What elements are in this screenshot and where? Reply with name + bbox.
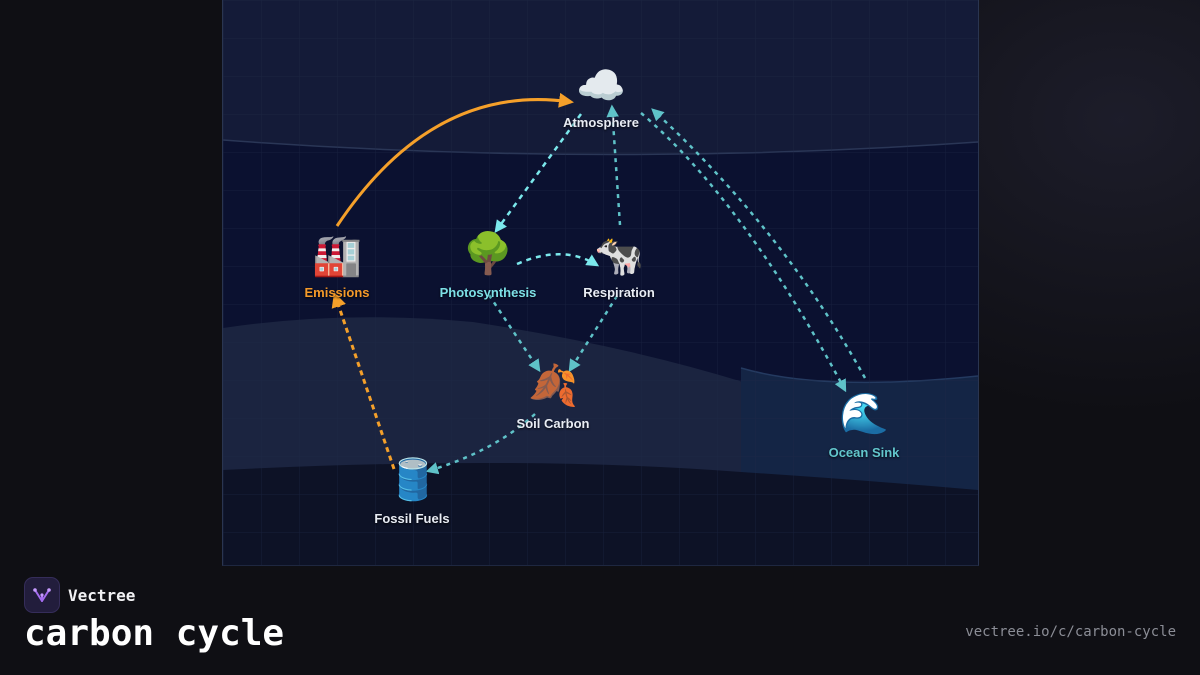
arrow-respiration-to-atmosphere: [606, 104, 622, 226]
diagram-canvas: [223, 0, 978, 565]
ocean-sink-label: Ocean Sink: [828, 445, 900, 460]
soil-carbon-label: Soil Carbon: [516, 416, 590, 431]
factory-icon: 🏭: [312, 233, 362, 279]
oil-barrel-icon: 🛢️: [388, 457, 438, 503]
cow-icon: 🐄: [594, 233, 644, 279]
arrow-emissions-to-atmosphere: [335, 92, 574, 227]
arrow-atmosphere-to-photosynthesis: [494, 113, 583, 234]
page-url[interactable]: vectree.io/c/carbon-cycle: [965, 624, 1176, 640]
brand-name: Vectree: [68, 585, 136, 605]
emissions-label: Emissions: [304, 285, 370, 300]
arrow-respiration-to-soil-carbon: [568, 295, 619, 373]
page-title: carbon cycle: [24, 613, 285, 654]
grid-overlay: [223, 0, 978, 565]
arrow-soil-carbon-to-fossil-fuels: [425, 413, 536, 475]
photosynthesis-label: Photosynthesis: [439, 285, 537, 300]
arrow-photosynthesis-to-soil-carbon: [487, 294, 541, 373]
vectree-logo-icon: [24, 577, 60, 613]
arrow-atmosphere-to-ocean-sink: [640, 112, 847, 393]
arrow-fossil-fuels-to-emissions: [331, 292, 396, 470]
brand[interactable]: Vectree: [24, 577, 135, 613]
cloud-icon: ☁️: [576, 63, 626, 109]
fossil-fuels-label: Fossil Fuels: [374, 511, 450, 526]
atmosphere-label: Atmosphere: [563, 115, 639, 130]
fallen-leaf-icon: 🍂: [528, 363, 578, 409]
wave-icon: 🌊: [839, 391, 889, 437]
carbon-cycle-diagram: ☁️ Atmosphere 🏭 Emissions 🌳 Photosynthes…: [222, 0, 979, 566]
arrow-photosynthesis-to-respiration: [516, 253, 600, 267]
tree-icon: 🌳: [463, 231, 513, 277]
respiration-label: Respiration: [583, 285, 655, 300]
